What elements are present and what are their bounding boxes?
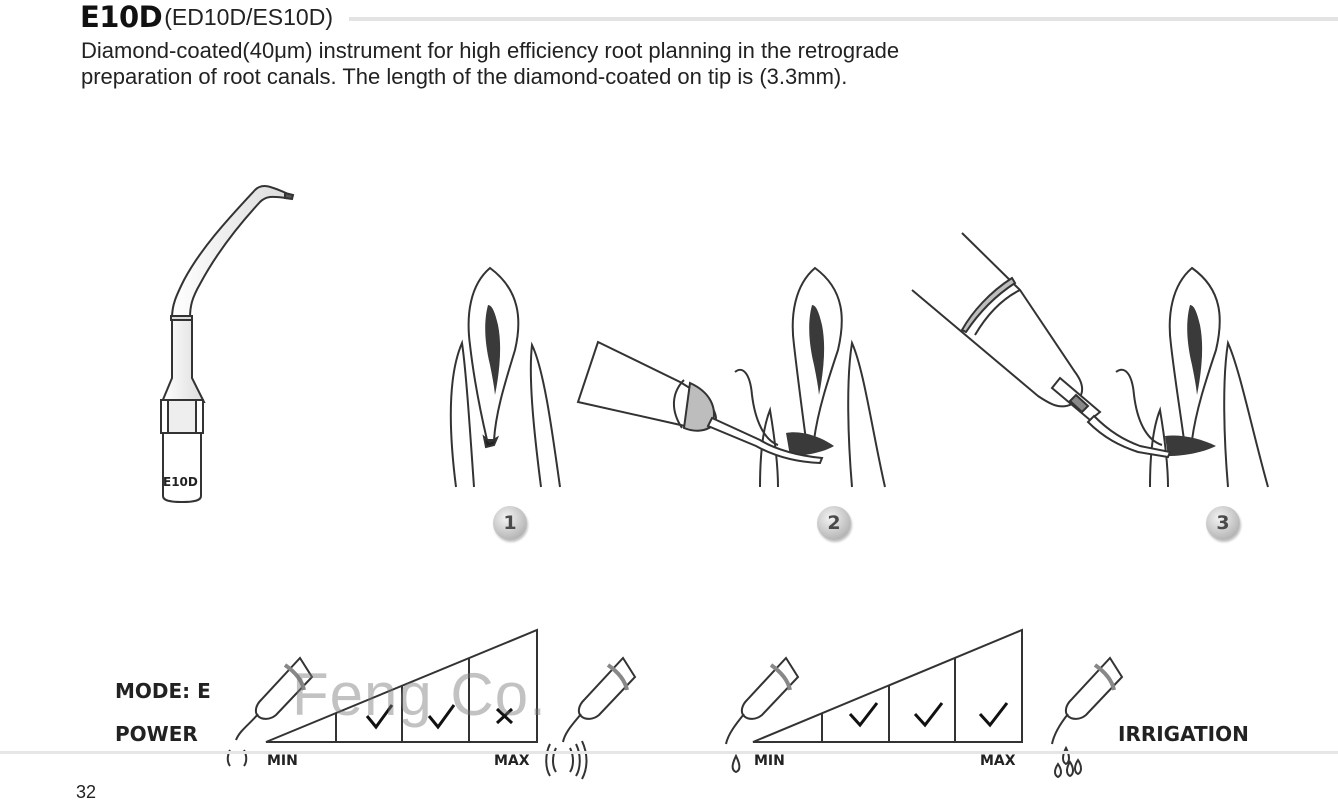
irrigation-min-label: MIN [754,753,785,769]
drop-icon-min [731,753,741,774]
bottom-rule [0,751,1338,754]
step-3-illustration [911,232,1269,488]
power-max-label: MAX [494,753,530,769]
tip-illustration [160,185,295,504]
tip-code: E10D [80,0,163,34]
irrigation-diagram [725,628,1124,779]
power-cross [495,707,514,725]
watermark: Feng Co. [292,661,547,728]
title-row: E10D (ED10D/ES10D) [80,0,1338,34]
step-badge-3: 3 [1206,506,1240,540]
drops-icon-max [1054,745,1082,779]
irrigation-max-label: MAX [980,753,1016,769]
irrigation-handpiece-right [1051,656,1124,745]
step-badge-1: 1 [493,506,527,540]
description-line-1: Diamond-coated(40μm) instrument for high… [81,38,900,63]
power-handpiece-right [562,656,637,743]
tip-engraving: E10D [163,475,198,489]
tip-variants: (ED10D/ES10D) [164,3,333,30]
step-1-illustration [449,266,561,488]
power-label: POWER [115,722,198,746]
power-diagram [226,628,637,780]
mode-label: MODE: E [115,679,211,703]
step-badge-2: 2 [817,506,851,540]
irrigation-check-2 [913,702,944,728]
power-check-1 [365,704,394,730]
power-marks [365,704,514,730]
power-handpiece-left [235,656,314,741]
title-rule [348,17,1338,21]
irrigation-label: IRRIGATION [1118,722,1249,746]
irrigation-check-1 [848,702,879,728]
irrigation-marks [848,702,1009,728]
power-min-label: MIN [267,753,298,769]
power-waves-max [545,740,588,780]
step-2-illustration [576,266,886,488]
power-check-2 [427,704,456,730]
description-line-2: preparation of root canals. The length o… [81,64,848,89]
irrigation-handpiece-left [725,656,800,745]
description: Diamond-coated(40μm) instrument for high… [81,38,1231,90]
page-number: 32 [76,782,97,802]
irrigation-check-3 [978,702,1009,728]
